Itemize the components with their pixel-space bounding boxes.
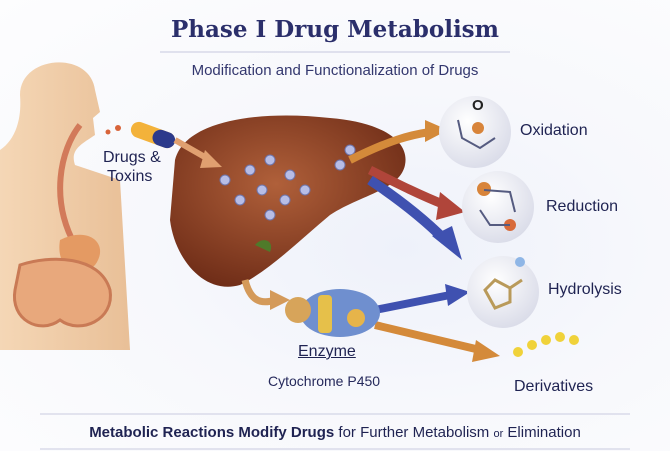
- footer-part2: for Further Metabolism: [338, 424, 490, 441]
- oxidation-badge: O: [472, 97, 484, 114]
- oxidation-molecule-icon: [439, 96, 511, 168]
- pill-capsule-icon: [105, 121, 176, 149]
- enzyme-label: Enzyme: [298, 343, 356, 360]
- molecule-network: [219, 144, 356, 221]
- enzyme-name: Cytochrome P450: [268, 373, 381, 389]
- hydrolysis-molecule-icon: [467, 256, 539, 328]
- flow-arrows: [173, 120, 500, 362]
- drugs-label: Drugs &: [103, 149, 161, 166]
- page-title: Phase I Drug Metabolism: [171, 16, 499, 43]
- page-subtitle: Modification and Functionalization of Dr…: [191, 62, 479, 79]
- toxins-label: Toxins: [107, 168, 153, 185]
- reaction-reduction: Reduction: [546, 198, 619, 215]
- footer-part3: or: [493, 428, 504, 440]
- reaction-hydrolysis: Hydrolysis: [548, 281, 622, 298]
- footer-part1: Metabolic Reactions Modify Drugs: [89, 424, 335, 441]
- derivatives-molecule-icon: [513, 332, 579, 357]
- footer-caption: Metabolic Reactions Modify Drugs for Fur…: [0, 424, 670, 441]
- gallbladder-icon: [255, 240, 272, 252]
- reaction-derivatives: Derivatives: [514, 378, 594, 395]
- footer-part4: Elimination: [507, 424, 581, 441]
- reaction-oxidation: Oxidation: [520, 122, 588, 139]
- enzyme-icon: [285, 289, 380, 337]
- reduction-molecule-icon: [462, 171, 534, 243]
- human-body-icon: [0, 62, 130, 350]
